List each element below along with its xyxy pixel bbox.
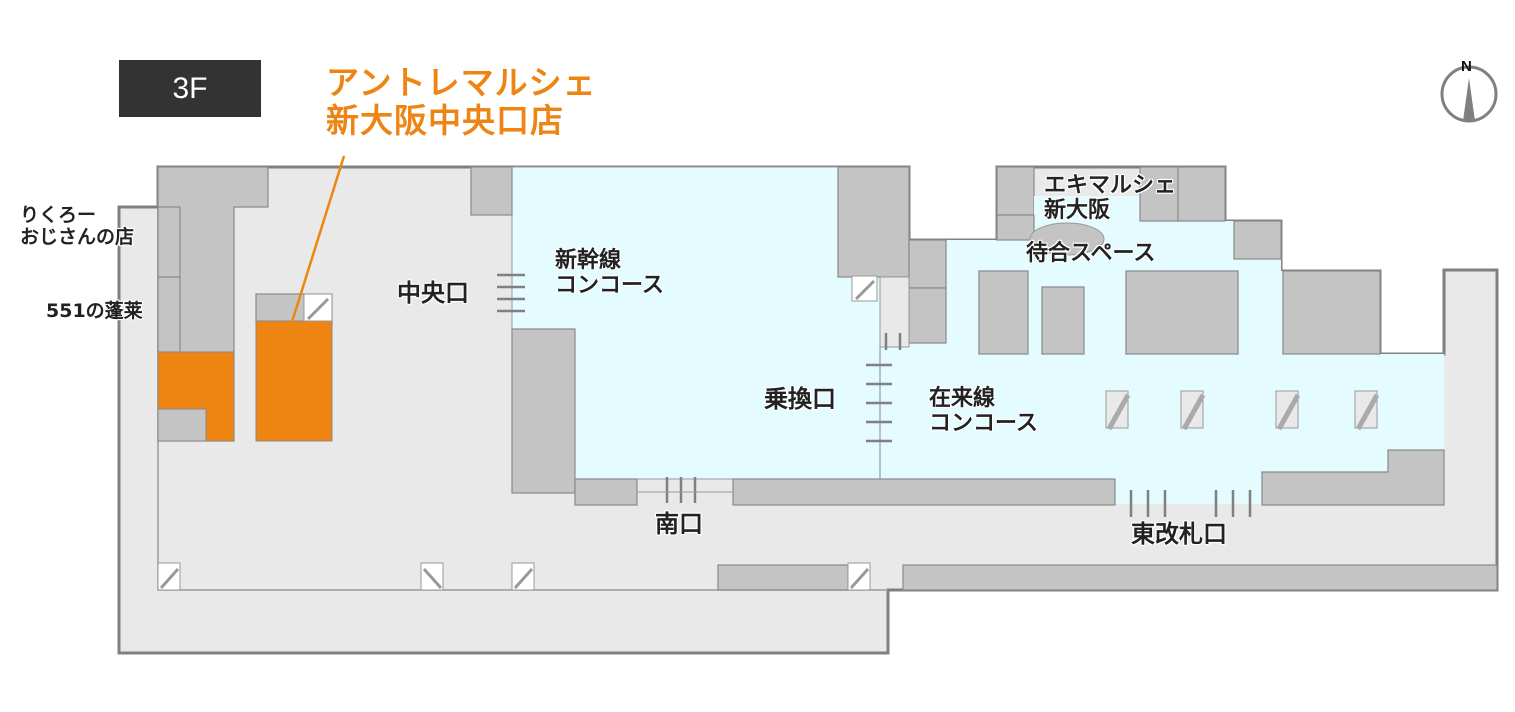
area-label-waiting-space: 待合スペース [1026,241,1156,266]
area-label-zairaisen-line1: 在来線 [929,386,996,411]
leader-line [290,155,346,323]
escalator-icon [157,275,878,591]
highlight-shop-name-line1: アントレマルシェ [326,63,597,102]
store-label-rikuro: りくろー おじさんの店 [20,204,135,249]
gate-label-east: 東改札口 [1131,520,1227,548]
gate-label-south: 南口 [655,510,703,538]
store-label-ekimarche-line2: 新大阪 [1044,198,1111,224]
store-label-ekimarche: エキマルシェ 新大阪 [1044,173,1176,224]
compass-north-label: N [1461,58,1472,75]
area-label-shinkansen-line2: コンコース [555,273,664,299]
highlight-shop-name[interactable]: アントレマルシェ 新大阪中央口店 [326,64,597,140]
gate-label-transfer: 乗換口 [764,385,836,413]
highlight-shop-name-line2: 新大阪中央口店 [326,100,564,140]
store-label-rikuro-line2: おじさんの店 [20,225,135,248]
floor-badge: 3F [119,60,261,117]
stairs-icon [1105,390,1380,431]
store-label-horai: 551の蓬莱 [46,300,143,322]
area-label-shinkansen-line1: 新幹線 [555,248,622,273]
area-label-zairaisen: 在来線 コンコース [929,386,1038,437]
highlight-shop-area[interactable] [157,320,333,442]
store-label-rikuro-line1: りくろー [20,204,97,226]
gate-label-central: 中央口 [397,279,469,307]
store-label-ekimarche-line1: エキマルシェ [1044,173,1177,198]
compass-icon [1440,65,1498,123]
area-label-zairaisen-line2: コンコース [929,411,1038,437]
area-label-shinkansen: 新幹線 コンコース [555,248,664,299]
